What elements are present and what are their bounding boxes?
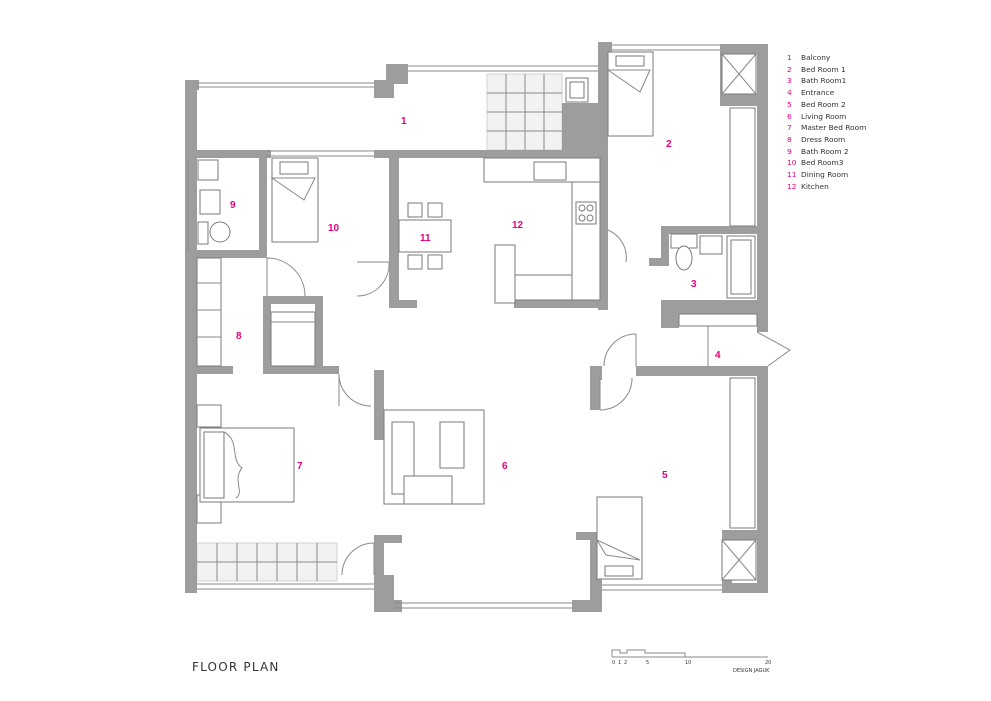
- legend-label: Master Bed Room: [801, 123, 867, 133]
- legend-number: 5: [787, 99, 792, 109]
- plan-title: FLOOR PLAN: [192, 660, 280, 674]
- legend-number: 8: [787, 134, 792, 144]
- walls: [185, 42, 768, 612]
- legend-item: 6 Living Room: [787, 111, 866, 123]
- room-number-living: 6: [502, 461, 508, 472]
- legend-item: 5 Bed Room 2: [787, 99, 866, 111]
- scale-tick-0: 0: [612, 660, 615, 666]
- scale-tick-10: 10: [685, 660, 691, 666]
- legend-item: 8 Dress Room: [787, 134, 866, 146]
- room-number-dining: 11: [420, 233, 431, 244]
- scale-tick-1: 1: [618, 660, 621, 666]
- scale-tick-5: 5: [646, 660, 649, 666]
- balcony-tiles: [486, 73, 589, 151]
- room-number-master: 7: [297, 461, 303, 472]
- legend-item: 7 Master Bed Room: [787, 122, 866, 134]
- windows: [187, 44, 722, 609]
- room-number-balcony: 1: [401, 116, 407, 127]
- legend-item: 1 Balcony: [787, 52, 866, 64]
- scale-tick-2: 2: [624, 660, 627, 666]
- room-number-bathroom1: 3: [691, 279, 697, 290]
- legend-number: 11: [787, 170, 797, 180]
- legend-label: Dining Room: [801, 170, 849, 180]
- legend-label: Balcony: [801, 53, 831, 62]
- room-legend: 1 Balcony 2 Bed Room 1 3 Bath Room1 4 Entran…: [787, 52, 866, 192]
- legend-item: 12 Kitchen: [787, 181, 866, 193]
- legend-number: 9: [787, 146, 792, 156]
- legend-number: 2: [787, 64, 792, 74]
- legend-item: 10 Bed Room3: [787, 157, 866, 169]
- legend-item: 4 Entrance: [787, 87, 866, 99]
- legend-number: 1: [787, 53, 792, 62]
- legend-item: 2 Bed Room 1: [787, 64, 866, 76]
- scale-tick-20: 20: [765, 660, 771, 666]
- room-number-kitchen: 12: [512, 220, 524, 231]
- room-number-bathroom2: 9: [230, 200, 236, 211]
- legend-number: 7: [787, 123, 792, 133]
- legend-label: Kitchen: [801, 181, 829, 191]
- room-number-dress: 8: [236, 331, 242, 342]
- legend-label: Bath Room 2: [801, 146, 849, 156]
- legend-number: 4: [787, 88, 792, 98]
- legend-label: Bed Room 2: [801, 99, 846, 109]
- legend-number: 12: [787, 181, 797, 191]
- room-number-bedroom2: 5: [662, 470, 668, 481]
- legend-number: 10: [787, 158, 797, 168]
- legend-item: 3 Bath Room1: [787, 75, 866, 87]
- legend-label: Bed Room3: [801, 158, 844, 168]
- designer-credit: DESIGN JAGUK: [733, 668, 770, 674]
- room-number-bedroom3: 10: [328, 223, 340, 234]
- room-number-bedroom1: 2: [666, 139, 672, 150]
- master-balcony-tiles: [196, 542, 338, 582]
- legend-item: 9 Bath Room 2: [787, 146, 866, 158]
- scale-bar: 0 1 2 5 10 20: [611, 649, 771, 666]
- legend-item: 11 Dining Room: [787, 169, 866, 181]
- legend-number: 3: [787, 76, 792, 86]
- legend-label: Bed Room 1: [801, 64, 846, 74]
- legend-number: 6: [787, 111, 792, 121]
- legend-label: Living Room: [801, 111, 847, 121]
- furniture: [196, 51, 758, 581]
- room-number-entrance: 4: [715, 350, 721, 361]
- legend-label: Entrance: [801, 88, 835, 98]
- room-numbers: 1 2 3 4 5 6 7 8 9 10 11 12: [230, 116, 721, 481]
- legend-label: Bath Room1: [801, 76, 847, 86]
- doors: [266, 229, 791, 576]
- legend-label: Dress Room: [801, 134, 846, 144]
